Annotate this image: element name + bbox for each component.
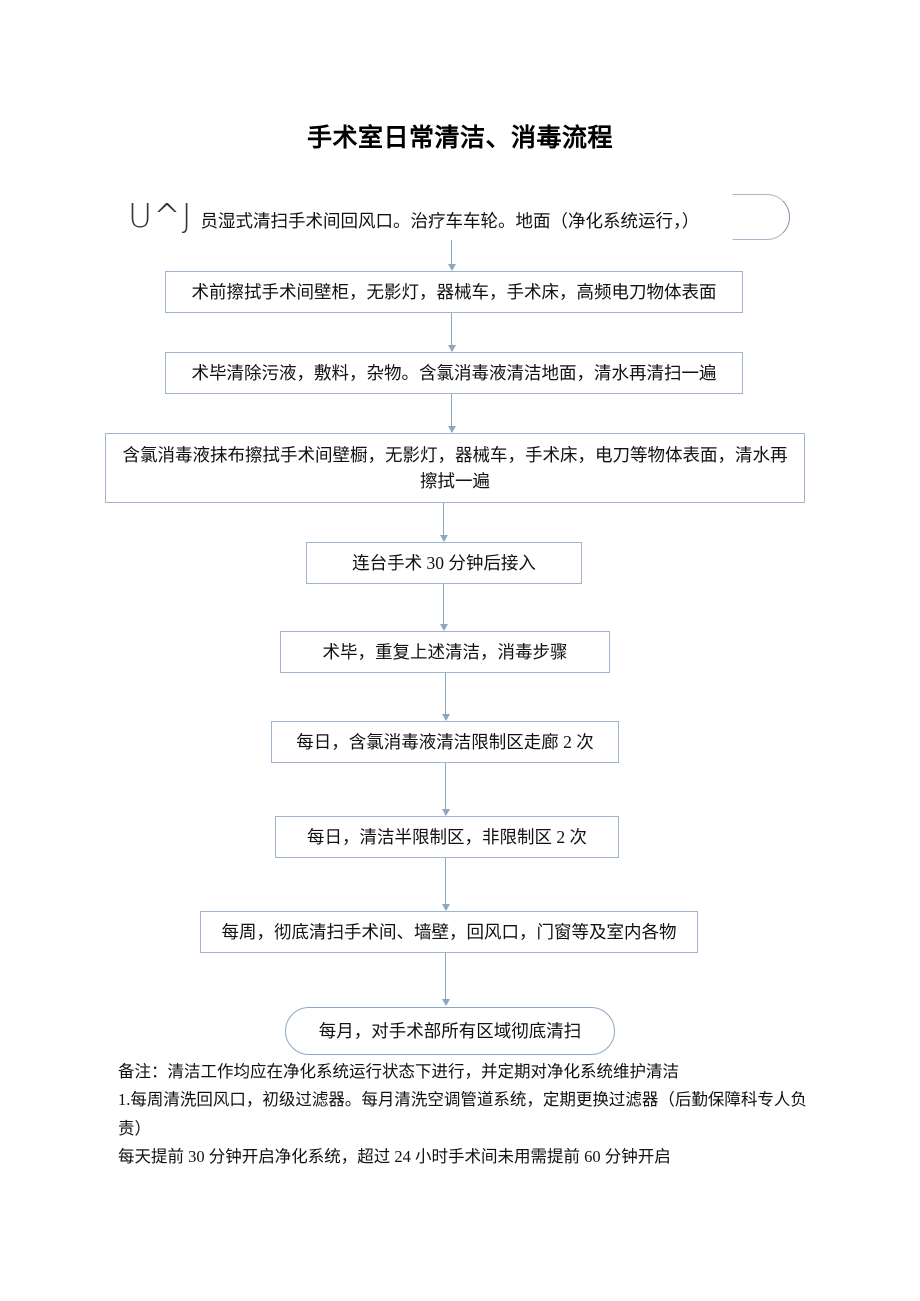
- flow-node-chlorine-wipe[interactable]: 含氯消毒液抹布擦拭手术间壁橱，无影灯，器械车，手术床，电刀等物体表面，清水再擦拭…: [105, 433, 805, 503]
- connector-consecutive-surgery-to-repeat-steps: [443, 584, 445, 630]
- flow-node-entry-prefix: U^J: [128, 196, 193, 236]
- connector-weekly-deep-clean-to-monthly-deep-clean: [445, 953, 447, 1005]
- connector-repeat-steps-to-daily-corridor: [445, 673, 447, 720]
- connector-pre-op-wipe-to-post-op-clear: [451, 313, 453, 351]
- notes-section: 备注：清洁工作均应在净化系统运行状态下进行，并定期对净化系统维护清洁 1.每周清…: [118, 1058, 818, 1172]
- note-line-3: 每天提前 30 分钟开启净化系统，超过 24 小时手术间未用需提前 60 分钟开…: [118, 1147, 671, 1167]
- flow-node-repeat-steps[interactable]: 术毕，重复上述清洁，消毒步骤: [280, 631, 610, 673]
- page-title: 手术室日常清洁、消毒流程: [306, 123, 613, 152]
- connector-daily-corridor-to-daily-semi-restricted: [445, 763, 447, 815]
- connector-chlorine-wipe-to-consecutive-surgery: [443, 503, 445, 541]
- note-line-2: 1.每周清洗回风口，初级过滤器。每月清洗空调管道系统，定期更换过滤器（后勤保障科…: [118, 1090, 807, 1138]
- flow-node-post-op-clear[interactable]: 术毕清除污液，敷料，杂物。含氯消毒液清洁地面，清水再清扫一遍: [165, 352, 743, 394]
- connector-post-op-clear-to-chlorine-wipe: [451, 394, 453, 432]
- connector-daily-semi-restricted-to-weekly-deep-clean: [445, 858, 447, 910]
- note-line-1: 备注：清洁工作均应在净化系统运行状态下进行，并定期对净化系统维护清洁: [118, 1062, 679, 1081]
- flow-node-daily-corridor[interactable]: 每日，含氯消毒液清洁限制区走廊 2 次: [271, 721, 619, 763]
- flow-node-entry-label: 员湿式清扫手术间回风口。治疗车车轮。地面（净化系统运行，）: [200, 211, 700, 232]
- flow-node-pre-op-wipe[interactable]: 术前擦拭手术间壁柜，无影灯，器械车，手术床，高频电刀物体表面: [165, 271, 743, 313]
- connector-entry-to-pre-op-wipe: [451, 240, 453, 270]
- flow-node-entry[interactable]: U^J 员湿式清扫手术间回风口。治疗车车轮。地面（净化系统运行，）: [128, 190, 790, 242]
- flow-node-entry-text: U^J 员湿式清扫手术间回风口。治疗车车轮。地面（净化系统运行，）: [128, 191, 699, 241]
- rounded-end-arc-icon: [732, 194, 790, 240]
- flow-node-daily-semi-restricted[interactable]: 每日，清洁半限制区，非限制区 2 次: [275, 816, 619, 858]
- flow-node-monthly-deep-clean[interactable]: 每月，对手术部所有区域彻底清扫: [285, 1007, 615, 1055]
- flow-node-consecutive-surgery[interactable]: 连台手术 30 分钟后接入: [306, 542, 582, 584]
- flow-node-weekly-deep-clean[interactable]: 每周，彻底清扫手术间、墙壁，回风口，门窗等及室内各物: [200, 911, 698, 953]
